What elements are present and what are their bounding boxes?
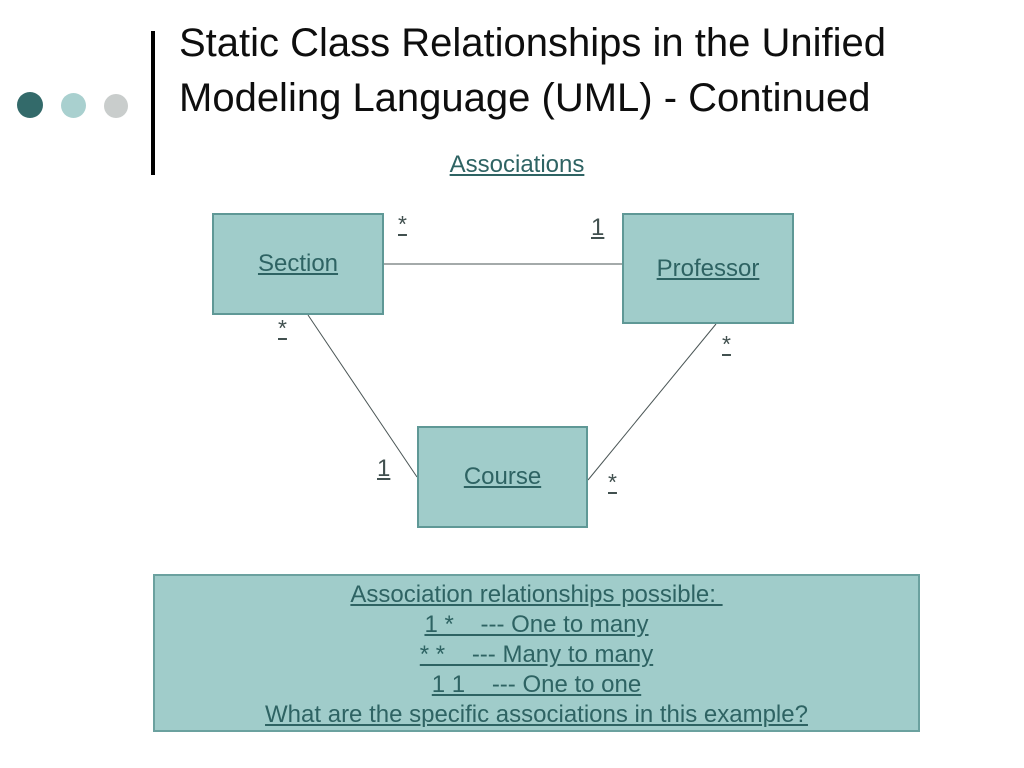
note-line-many-to-many: * * --- Many to many — [419, 641, 654, 668]
multiplicity-section-professor-near-professor: 1 — [591, 214, 605, 241]
note-line-question: What are the specific associations in th… — [265, 701, 808, 728]
class-box-professor: Professor — [622, 213, 794, 324]
class-label-section: Section — [257, 250, 339, 277]
association-line-professor-course — [587, 323, 717, 481]
note-line-one-to-one: 1 1 --- One to one — [431, 671, 642, 698]
page-title-line-2: Modeling Language (UML) - Continued — [179, 76, 871, 120]
multiplicity-professor-course-near-course: * — [608, 469, 617, 495]
page-title: Static Class Relationships in the Unifie… — [179, 16, 1019, 126]
note-line-one-to-many: 1 * --- One to many — [424, 611, 649, 638]
multiplicity-section-professor-near-section: * — [398, 211, 407, 237]
page-title-line-1: Static Class Relationships in the Unifie… — [179, 21, 887, 65]
class-label-professor: Professor — [656, 254, 760, 282]
multiplicity-professor-course-near-professor: * — [722, 331, 731, 357]
class-box-section: Section — [212, 213, 384, 315]
title-divider-rule — [151, 31, 155, 175]
decor-dot-light-teal-icon — [61, 93, 86, 118]
multiplicity-section-course-near-course: 1 — [377, 455, 391, 482]
class-label-course: Course — [463, 463, 542, 490]
note-box: Association relationships possible: 1 * … — [153, 574, 920, 732]
note-line-heading: Association relationships possible: — [350, 581, 723, 608]
association-line-section-course — [307, 314, 418, 478]
diagram-heading: Associations — [449, 151, 585, 178]
decor-dot-dark-teal-icon — [17, 92, 43, 118]
decor-dot-gray-icon — [104, 94, 128, 118]
multiplicity-section-course-near-section: * — [278, 315, 287, 341]
class-box-course: Course — [417, 426, 588, 528]
